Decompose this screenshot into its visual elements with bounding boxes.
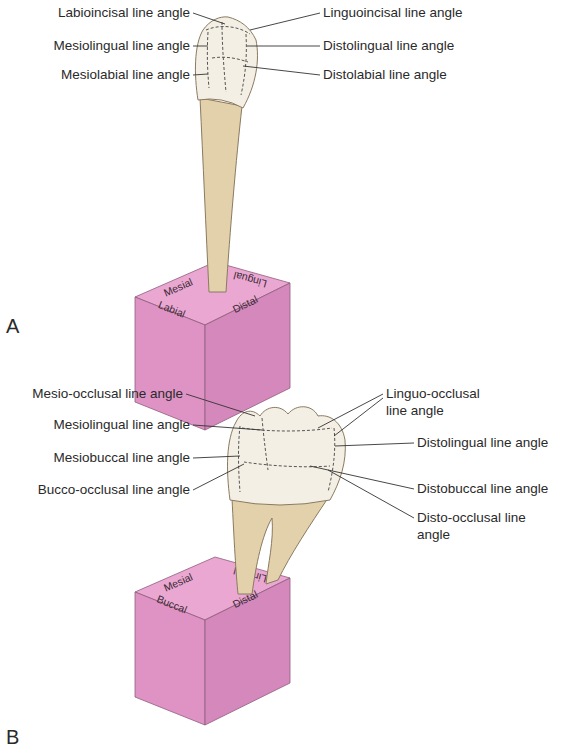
line-angle-label: Mesiobuccal line angle xyxy=(53,449,190,466)
line-angle-label: Distolingual line angle xyxy=(417,434,548,451)
leader-line xyxy=(193,464,244,490)
panel-letter: A xyxy=(6,314,19,338)
leader-line xyxy=(193,74,208,75)
molar-tooth xyxy=(228,407,346,594)
cube-left-face xyxy=(135,592,205,725)
leader-line xyxy=(335,443,414,446)
line-angle-label: Mesiolingual line angle xyxy=(53,416,190,433)
line-angle-label: Distolabial line angle xyxy=(323,66,447,83)
line-angle-label: Mesio-occlusal line angle xyxy=(32,385,183,402)
leader-line xyxy=(250,13,320,30)
line-angle-label: Bucco-occlusal line angle xyxy=(38,481,190,498)
leader-lines xyxy=(186,394,414,518)
leader-line xyxy=(186,394,255,416)
line-angle-label: Mesiolabial line angle xyxy=(61,66,190,83)
dashed-line xyxy=(206,27,250,34)
leader-line xyxy=(193,13,225,24)
panel-letter: B xyxy=(6,725,19,749)
leader-line xyxy=(328,470,414,518)
incisor-tooth xyxy=(195,17,257,292)
dashed-line xyxy=(241,34,246,95)
tooth-crown xyxy=(228,407,346,505)
line-angle-label: Linguoincisal line angle xyxy=(323,4,463,21)
leader-line xyxy=(193,456,240,458)
cube-left-face xyxy=(135,297,205,430)
leader-lines xyxy=(193,13,320,75)
dashed-line xyxy=(207,32,209,88)
leader-line xyxy=(243,66,320,75)
dashed-line xyxy=(328,428,335,492)
dashed-line xyxy=(244,462,330,467)
line-angle-label: Mesiolingual line angle xyxy=(53,37,190,54)
line-angle-label: Distobuccal line angle xyxy=(417,480,548,497)
cube-right-face xyxy=(205,578,290,725)
tooth-root xyxy=(200,98,242,292)
line-angle-label: Distolingual line angle xyxy=(323,37,454,54)
line-angle-label: Labioincisal line angle xyxy=(58,4,190,21)
dashed-line xyxy=(262,418,268,470)
leader-line xyxy=(310,466,414,489)
line-angle-label: Disto-occlusal line angle xyxy=(417,509,535,543)
tooth-crown xyxy=(195,17,257,108)
leader-line xyxy=(334,398,383,436)
leader-line xyxy=(193,425,262,430)
line-angle-label: Linguo-occlusal line angle xyxy=(386,385,504,419)
dashed-line xyxy=(212,57,248,62)
leader-line xyxy=(193,46,208,47)
dashed-line xyxy=(239,426,241,492)
leader-line xyxy=(247,46,320,47)
line-angle-marks xyxy=(206,22,250,95)
tooth-root xyxy=(232,498,328,594)
